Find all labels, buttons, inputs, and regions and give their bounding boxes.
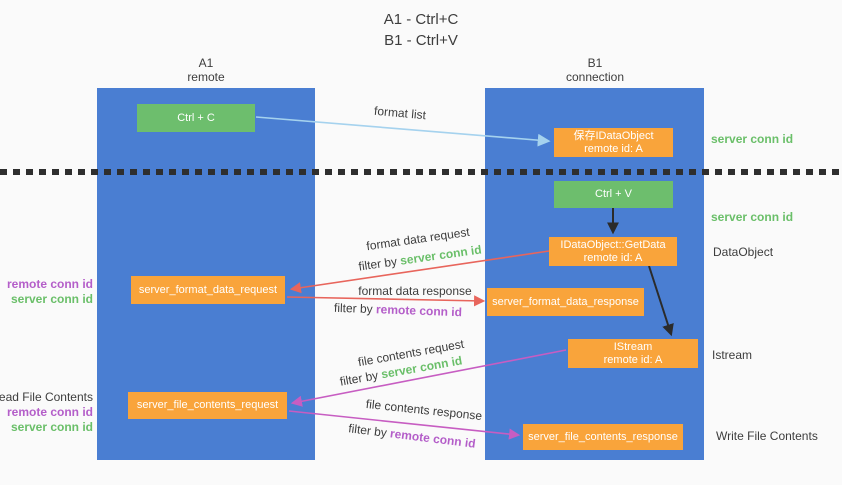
- node-istream-line1: IStream: [613, 340, 653, 353]
- node-idataobject-getdata-line2: remote id: A: [583, 251, 643, 264]
- dotted-separator: [0, 169, 842, 175]
- label-left-conn-ids-1: remote conn id server conn id: [7, 277, 93, 307]
- label-server-conn-id-top: server conn id: [711, 132, 794, 146]
- node-server-format-data-response-label: server_format_data_response: [492, 295, 639, 308]
- node-ctrl-v-label: Ctrl + V: [595, 188, 632, 200]
- label-remote-conn-id-2: remote conn id: [6, 405, 93, 419]
- label-remote-conn-id-1: remote conn id: [6, 277, 93, 291]
- node-server-file-contents-request: server_file_contents_request: [128, 392, 287, 419]
- edge-label-filter-remote-2: filter by remote conn id: [348, 421, 477, 450]
- node-server-file-contents-request-label: server_file_contents_request: [136, 399, 279, 411]
- label-istream: Istream: [712, 348, 753, 362]
- edge-label-format-list: format list: [373, 103, 427, 123]
- label-read-file-contents-group: Read File Contents remote conn id server…: [0, 390, 93, 435]
- filter-by-text: filter by: [333, 300, 377, 317]
- node-idataobject-getdata-line1: IDataObject::GetData: [560, 238, 666, 251]
- lane-a1-role: remote: [187, 70, 225, 84]
- label-server-conn-id-1: server conn id: [10, 292, 93, 306]
- edge-label-format-data-response: format data response: [358, 284, 472, 298]
- title-line-1: A1 - Ctrl+C: [383, 11, 459, 28]
- edge-label-file-contents-response: file contents response: [365, 396, 483, 424]
- node-save-idataobject-line2: remote id: A: [584, 142, 643, 155]
- node-istream: IStream remote id: A: [568, 339, 698, 368]
- remote-conn-id-text: remote conn id: [389, 426, 477, 451]
- node-server-format-data-request: server_format_data_request: [131, 276, 285, 304]
- lane-header-b1: B1 connection: [515, 56, 675, 84]
- filter-by-text: filter by: [347, 421, 392, 441]
- label-read-file-contents: Read File Contents: [0, 390, 93, 404]
- filter-by-text: filter by: [357, 253, 402, 274]
- title-line-2: B1 - Ctrl+V: [384, 32, 458, 49]
- lane-header-a1: A1 remote: [126, 56, 286, 84]
- node-istream-line2: remote id: A: [603, 353, 663, 366]
- node-ctrl-c-label: Ctrl + C: [177, 111, 215, 124]
- node-save-idataobject-line1: 保存IDataObject: [573, 129, 654, 142]
- node-server-format-data-response: server_format_data_response: [487, 288, 644, 316]
- remote-conn-id-text: remote conn id: [375, 302, 463, 320]
- label-server-conn-id-mid: server conn id: [711, 210, 794, 224]
- label-write-file-contents: Write File Contents: [716, 429, 818, 443]
- node-idataobject-getdata: IDataObject::GetData remote id: A: [549, 237, 677, 266]
- lane-a1-name: A1: [198, 56, 214, 70]
- node-server-format-data-request-label: server_format_data_request: [138, 283, 278, 296]
- edge-label-filter-remote-1: filter by remote conn id: [334, 301, 462, 319]
- node-server-file-contents-response-label: server_file_contents_response: [528, 430, 678, 443]
- page-title: A1 - Ctrl+C B1 - Ctrl+V: [0, 9, 842, 51]
- label-dataobject: DataObject: [713, 245, 774, 259]
- filter-by-text: filter by: [338, 367, 383, 389]
- lane-b1-role: connection: [565, 70, 625, 84]
- lane-b1-name: B1: [587, 56, 603, 70]
- node-ctrl-v: Ctrl + V: [554, 181, 673, 208]
- node-server-file-contents-response: server_file_contents_response: [523, 424, 683, 450]
- node-save-idataobject: 保存IDataObject remote id: A: [554, 128, 673, 157]
- node-ctrl-c: Ctrl + C: [137, 104, 255, 132]
- label-server-conn-id-2: server conn id: [10, 420, 93, 434]
